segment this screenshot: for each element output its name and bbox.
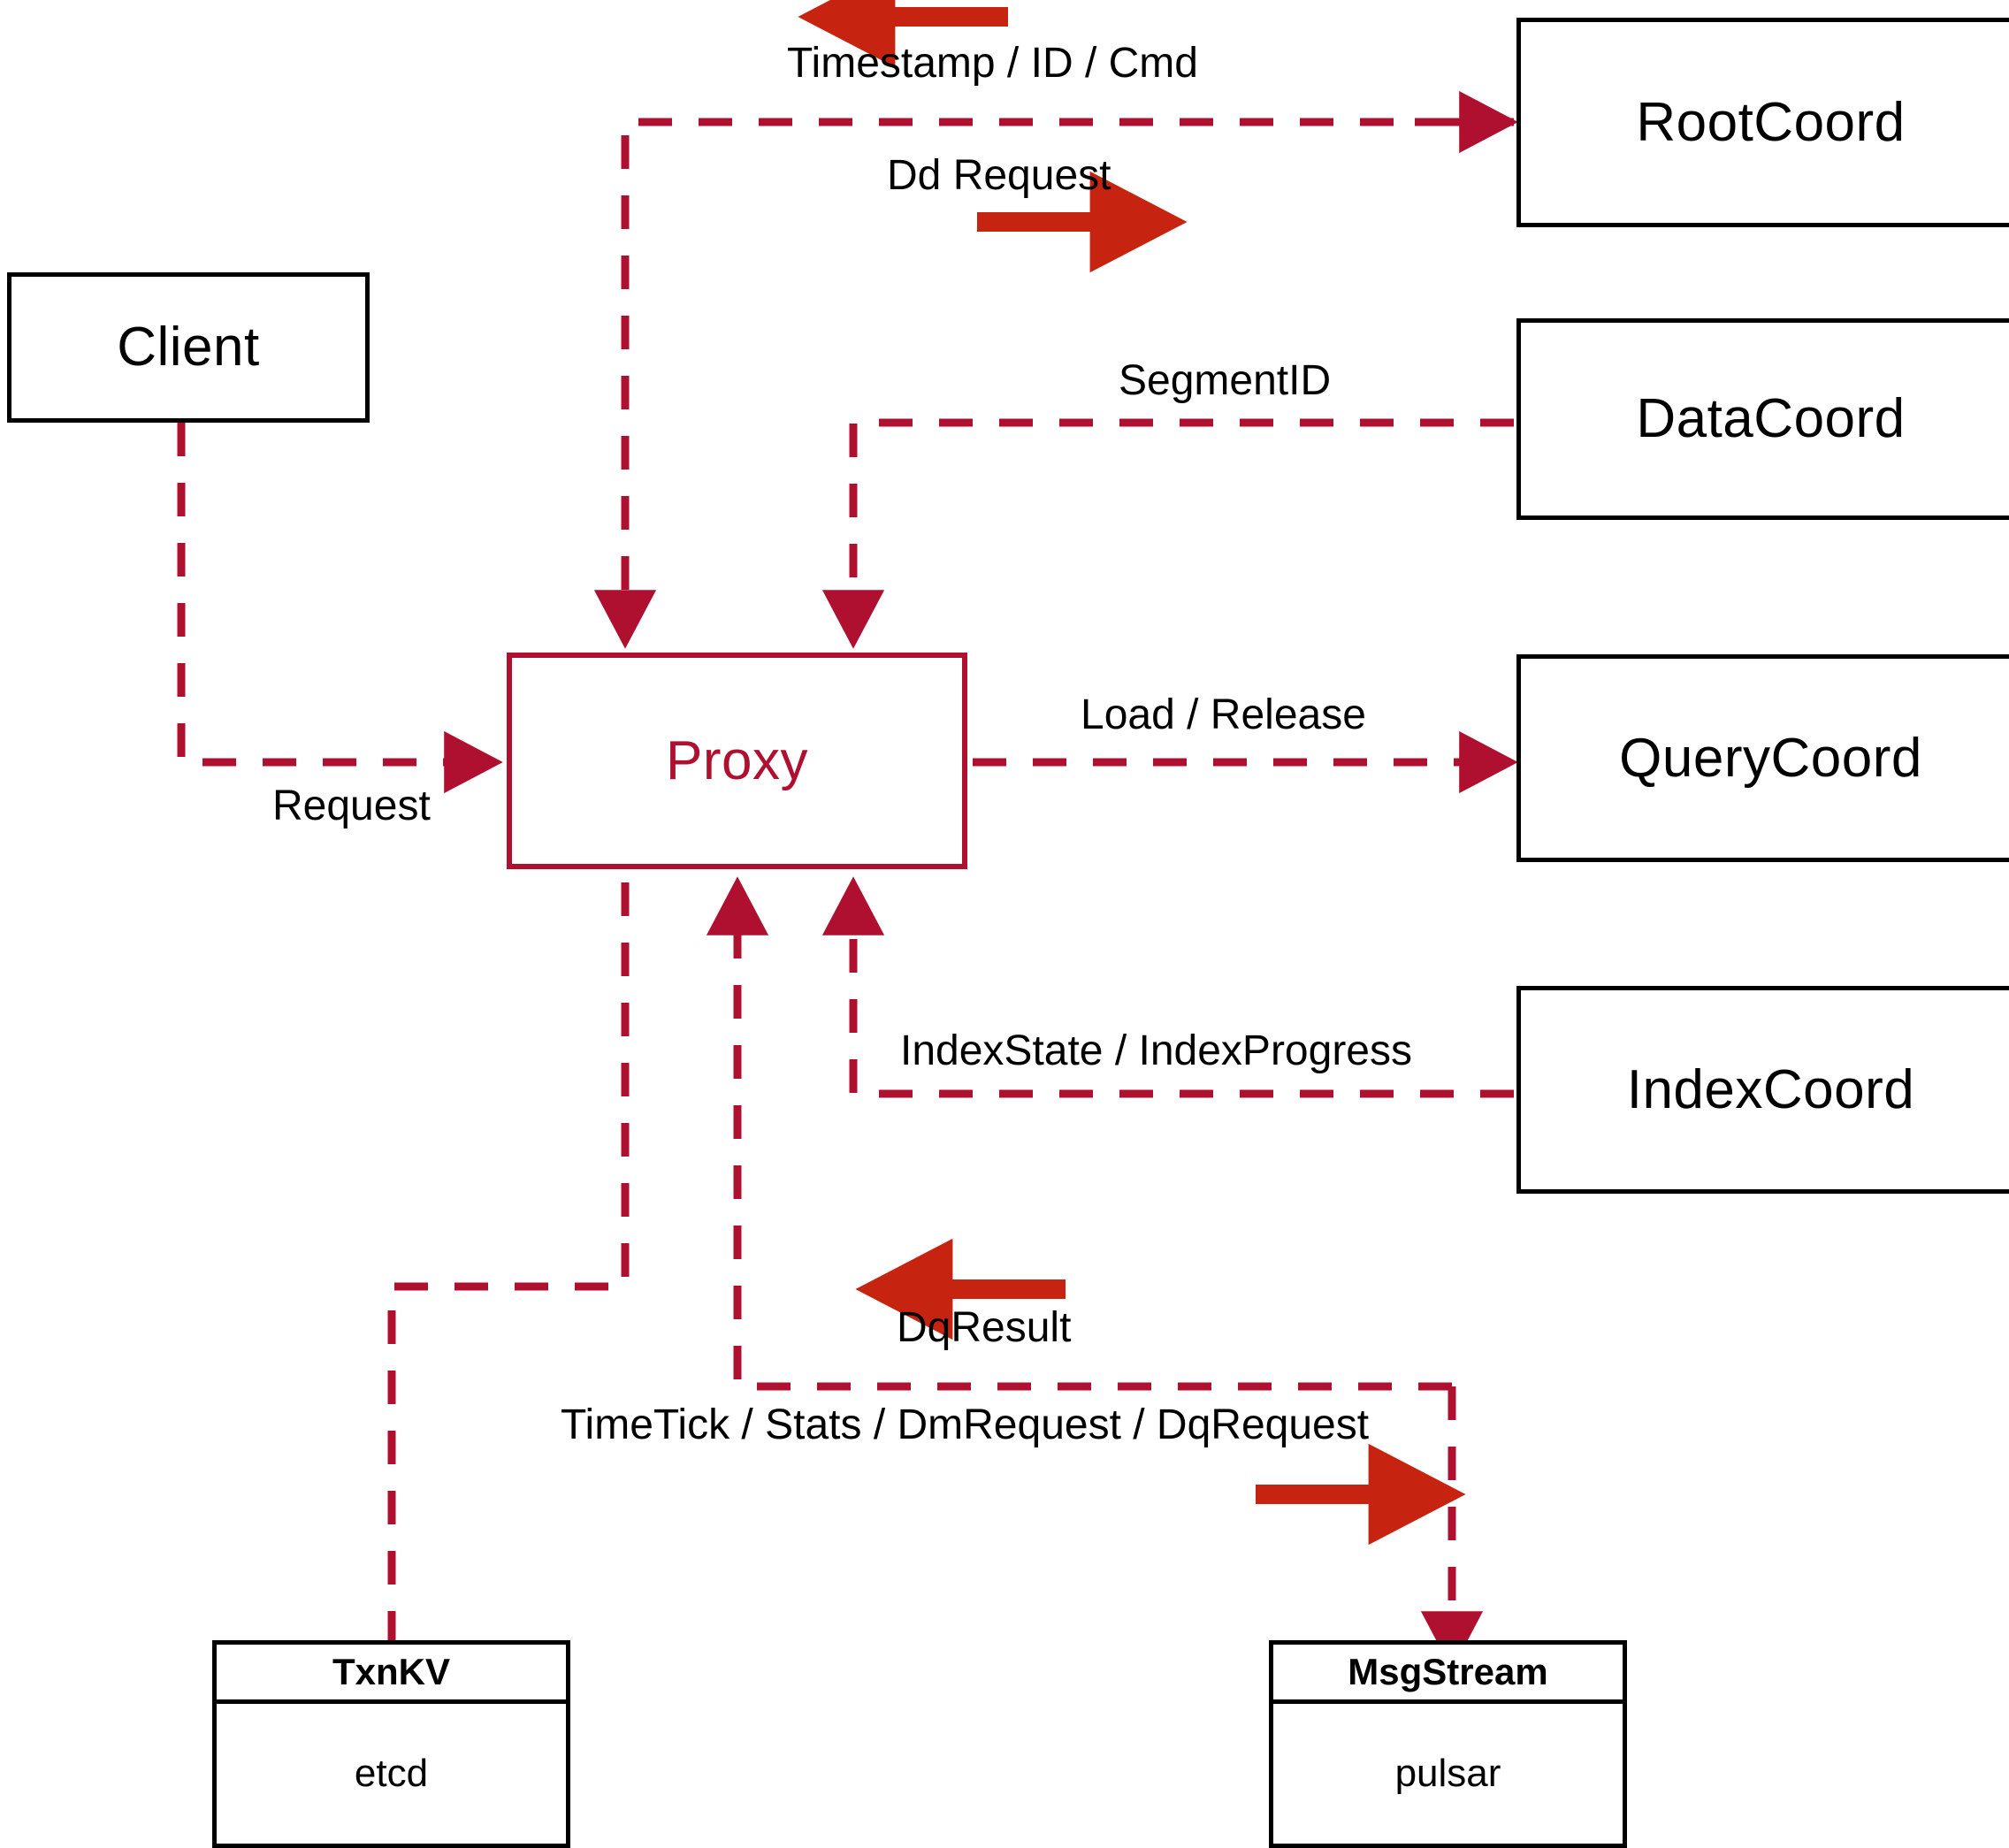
node-rootcoord[interactable]: RootCoord <box>1516 18 2009 227</box>
node-querycoord[interactable]: QueryCoord <box>1516 654 2009 862</box>
node-indexcoord[interactable]: IndexCoord <box>1516 986 2009 1194</box>
wire-rootcoord-to-proxy <box>593 118 1514 649</box>
node-txnkv[interactable]: TxnKV etcd <box>212 1640 570 1848</box>
node-msgstream-body: pulsar <box>1394 1752 1501 1795</box>
node-msgstream-header: MsgStream <box>1273 1645 1623 1704</box>
edge-label-dd-request: Dd Request <box>887 152 1111 199</box>
edge-label-request: Request <box>272 783 431 829</box>
edge-label-timestamp-id-cmd: Timestamp / ID / Cmd <box>787 40 1198 87</box>
wire-proxy-to-txnkv <box>387 882 630 1661</box>
node-proxy[interactable]: Proxy <box>507 653 967 869</box>
wire-datacoord-to-proxy <box>821 418 1514 649</box>
node-rootcoord-label: RootCoord <box>1636 91 1906 153</box>
node-proxy-label: Proxy <box>666 729 808 791</box>
edge-label-load-release: Load / Release <box>1081 691 1366 738</box>
edge-label-index-state-progress: IndexState / IndexProgress <box>900 1027 1412 1074</box>
node-txnkv-header: TxnKV <box>217 1645 566 1704</box>
node-indexcoord-label: IndexCoord <box>1626 1058 1915 1120</box>
node-txnkv-body: etcd <box>354 1752 429 1795</box>
node-msgstream[interactable]: MsgStream pulsar <box>1269 1640 1627 1848</box>
wire-client-to-proxy <box>177 423 503 794</box>
node-client[interactable]: Client <box>7 272 370 423</box>
wire-msgstream-to-proxy <box>706 876 1452 1391</box>
edge-label-dq-result: DqResult <box>897 1304 1072 1351</box>
node-client-label: Client <box>117 317 260 378</box>
edge-label-timetick-stats-dm-dq: TimeTick / Stats / DmRequest / DqRequest <box>561 1401 1370 1448</box>
wire-indexcoord-to-proxy <box>821 876 1514 1098</box>
edge-label-segment-id: SegmentID <box>1119 357 1332 404</box>
node-querycoord-label: QueryCoord <box>1619 727 1922 789</box>
node-datacoord[interactable]: DataCoord <box>1516 318 2009 520</box>
node-datacoord-label: DataCoord <box>1636 388 1906 449</box>
